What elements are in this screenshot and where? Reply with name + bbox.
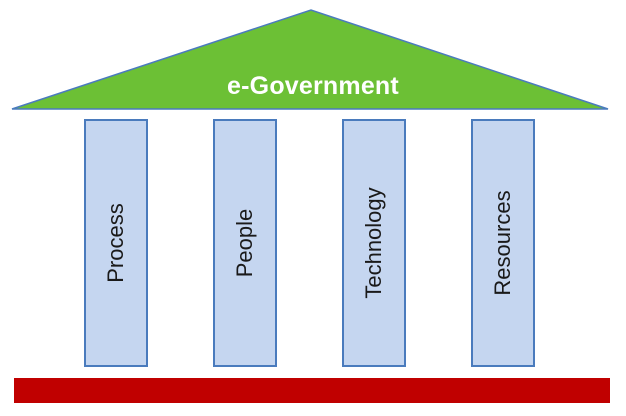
- pillar-label: Process: [103, 203, 128, 283]
- pillar-label: People: [232, 208, 257, 278]
- pillar-resources: Resources: [471, 119, 535, 367]
- roof-triangle: [11, 9, 609, 110]
- pillar-process: Process: [84, 119, 148, 367]
- pillar-label: Technology: [361, 187, 386, 299]
- pillar-people: People: [213, 119, 277, 367]
- pillar-label: Resources: [490, 190, 515, 296]
- pillar-technology: Technology: [342, 119, 406, 367]
- roof-title: e-Government: [227, 72, 399, 100]
- foundation-base: [14, 378, 610, 403]
